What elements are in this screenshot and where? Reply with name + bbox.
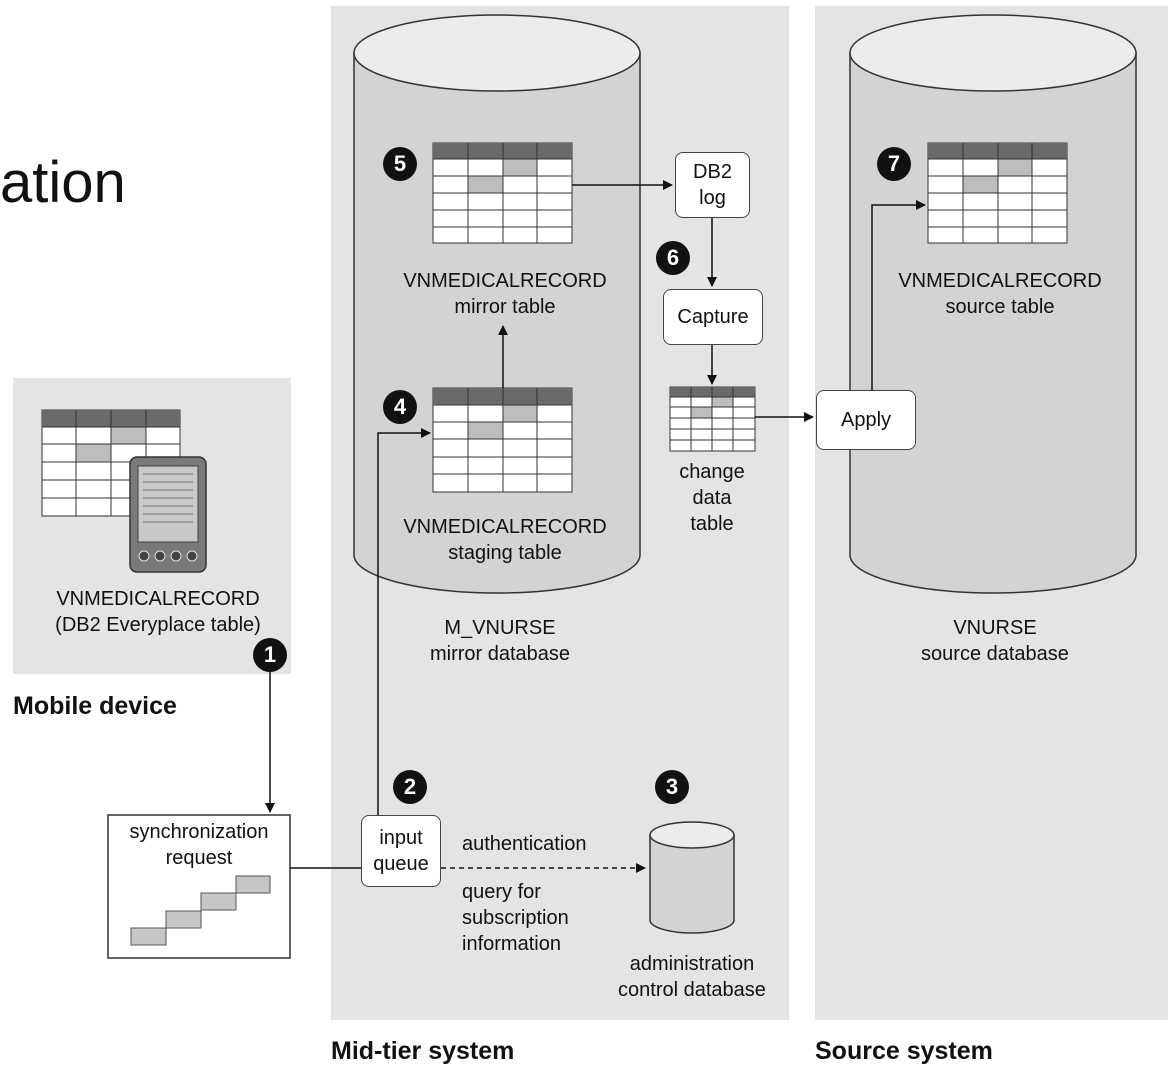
change-data-table-label: change data table [662,459,762,537]
staging-table-line1: VNMEDICALRECORD [403,516,607,538]
mobile-device-label: Mobile device [13,692,177,720]
sync-request-box [107,814,291,959]
change-data-table-grid [669,386,756,452]
sync-request-line2: request [165,847,233,869]
staging-table-line2: staging table [448,542,562,564]
change-data-line3: table [690,513,734,535]
source-table-label: VNMEDICALRECORD source table [855,268,1145,320]
flow-arrows [265,180,926,873]
input-queue-line1: input [379,827,423,849]
query-label: query for subscription information [462,879,622,957]
mirror-db-line2: mirror database [429,643,571,665]
pda-device-icon [129,456,207,573]
mirror-database-label: M_VNURSE mirror database [385,615,615,667]
staging-table-label: VNMEDICALRECORD staging table [365,514,645,566]
source-system-label: Source system [815,1037,993,1065]
step-2-marker: 2 [393,770,427,804]
sync-request-label: synchronization request [108,819,290,871]
change-data-line1: change [679,461,745,483]
change-data-line2: data [692,487,732,509]
step-7-marker: 7 [877,147,911,181]
step-5-marker: 5 [383,147,417,181]
query-line2: subscription [462,907,569,929]
mid-tier-label: Mid-tier system [331,1037,515,1065]
db2-log-box: DB2 log [675,152,750,218]
admin-database-cylinder [649,821,735,934]
mobile-table-desc: (DB2 Everyplace table) [55,614,261,636]
sync-request-line1: synchronization [129,821,269,843]
authentication-label: authentication [462,833,587,855]
source-table-line1: VNMEDICALRECORD [898,270,1102,292]
source-table-line2: source table [945,296,1055,318]
mirror-table-line2: mirror table [454,296,556,318]
capture-box: Capture [663,289,763,345]
step-4-marker: 4 [383,390,417,424]
mirror-table-label: VNMEDICALRECORD mirror table [365,268,645,320]
input-queue-line2: queue [373,853,429,875]
input-queue-box: input queue [361,815,441,887]
source-db-line2: source database [921,643,1069,665]
admin-db-line2: control database [618,979,766,1001]
source-database-label: VNURSE source database [870,615,1120,667]
mirror-table-grid [432,142,573,244]
source-table-grid [927,142,1068,244]
source-db-line1: VNURSE [953,617,1037,639]
admin-database-label: administration control database [602,951,782,1003]
staging-table-grid [432,387,573,493]
db2-log-line1: DB2 [693,161,732,183]
admin-db-line1: administration [629,953,755,975]
mobile-table-name: VNMEDICALRECORD [56,588,260,610]
db2-log-line2: log [699,187,726,209]
step-1-marker: 1 [253,638,287,672]
mirror-table-line1: VNMEDICALRECORD [403,270,607,292]
apply-box: Apply [816,390,916,450]
step-3-marker: 3 [655,770,689,804]
step-6-marker: 6 [656,241,690,275]
query-line1: query for [462,881,541,903]
mirror-db-line1: M_VNURSE [444,617,556,639]
query-line3: information [462,933,561,955]
page-title-fragment: ation [0,150,126,215]
